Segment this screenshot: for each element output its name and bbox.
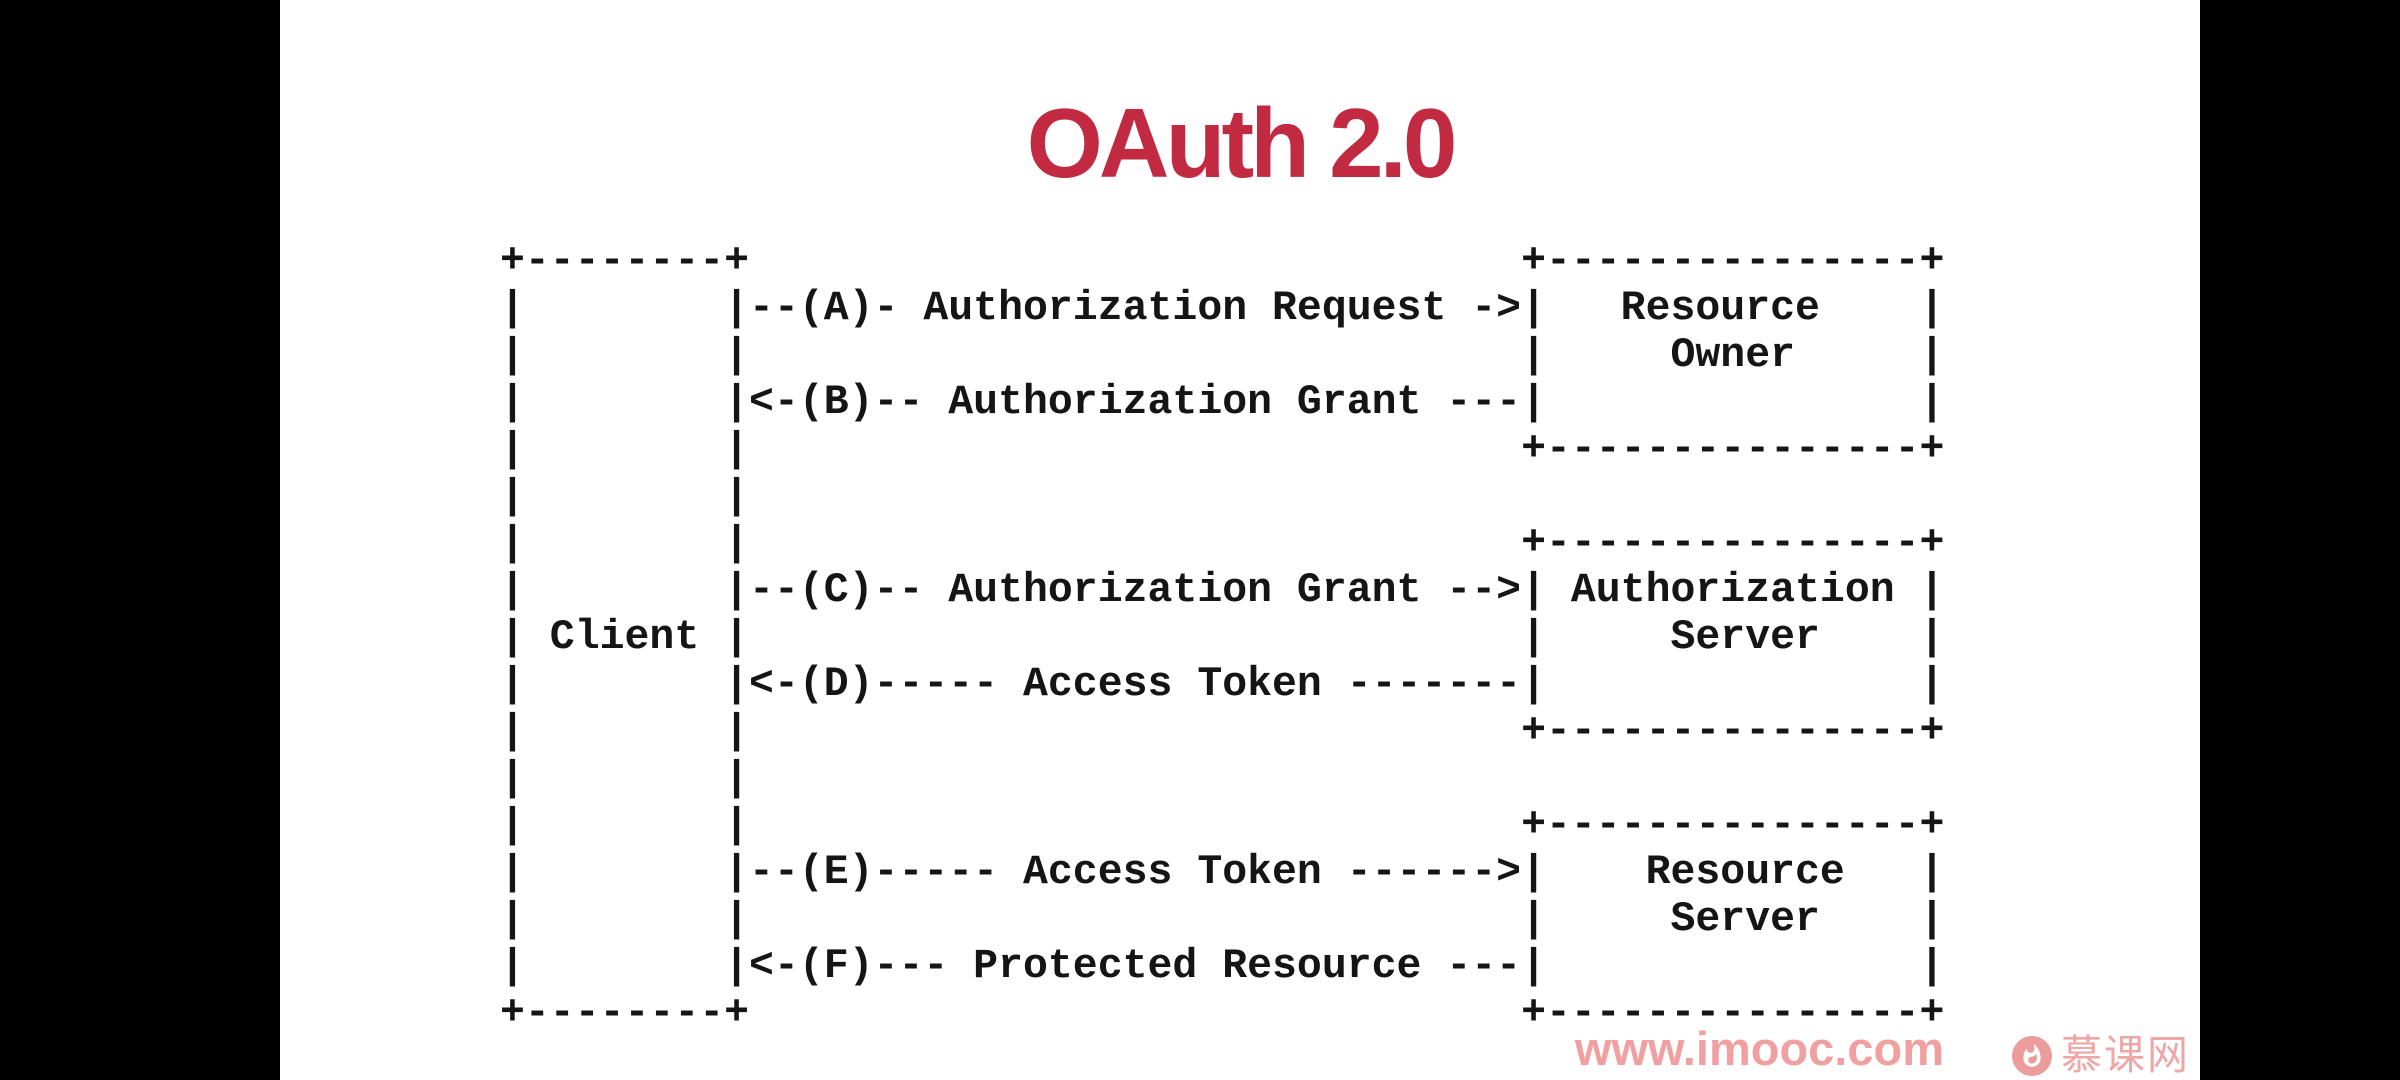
- imooc-brand-name: 慕课网: [2061, 1032, 2190, 1078]
- slide-canvas: OAuth 2.0 +--------+ +---------------+ |…: [280, 0, 2200, 1080]
- watermark-url: www.imooc.com: [1574, 1022, 1944, 1075]
- imooc-brand-logo: 慕课网: [2012, 1035, 2190, 1076]
- flame-icon: [2012, 1035, 2052, 1076]
- page-title: OAuth 2.0: [1026, 88, 1458, 198]
- letterbox-left: [0, 0, 280, 1080]
- letterbox-right: [2200, 0, 2400, 1080]
- oauth-flow-ascii-diagram: +--------+ +---------------+ | |--(A)- A…: [500, 238, 1945, 1037]
